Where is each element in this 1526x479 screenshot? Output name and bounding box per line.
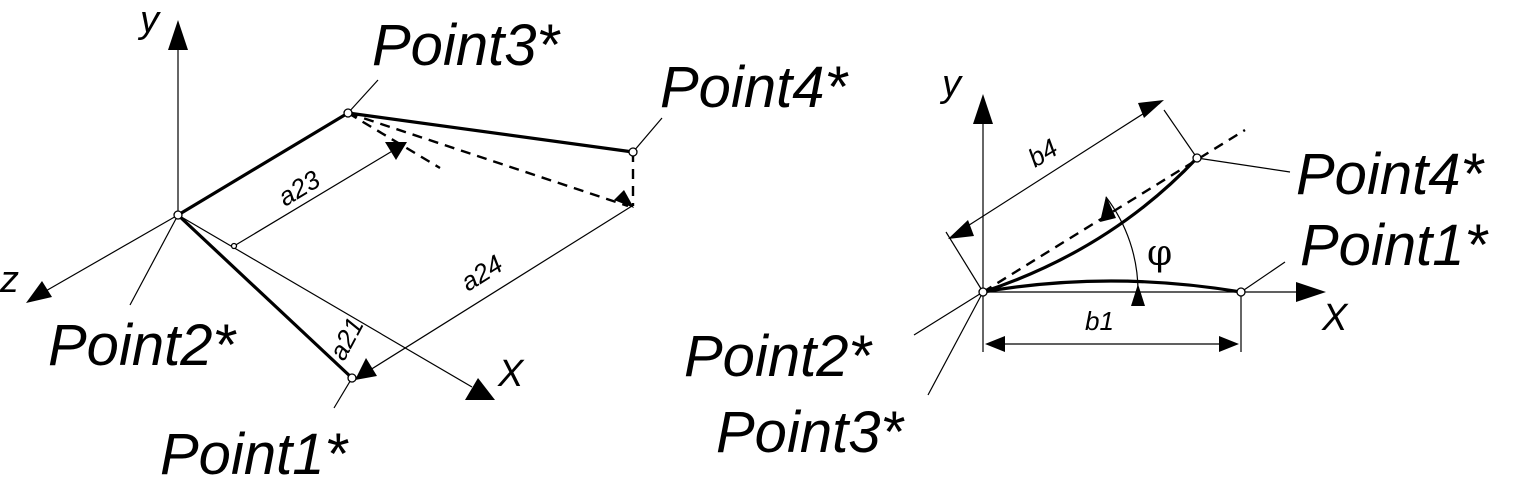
dimension-b1 [982, 292, 1242, 352]
right-point4-marker [1192, 153, 1202, 163]
leader-point2 [129, 214, 179, 306]
dimension-b1-label: b1 [1085, 306, 1114, 336]
dimension-a23 [233, 142, 407, 247]
dashed-line-a [347, 111, 441, 170]
left-point4-label: Point4* [660, 55, 849, 120]
leader-right-point3 [927, 291, 984, 396]
dimension-b4 [945, 100, 1198, 293]
curve-point2-point1 [982, 279, 1242, 294]
left-x-axis [177, 214, 495, 400]
leader-point3 [347, 79, 379, 114]
left-figure: y z X a23 a24 [0, 0, 849, 479]
left-x-axis-label: X [497, 353, 525, 395]
arrowhead-projection [614, 190, 634, 208]
right-figure: y X b4 b1 [684, 63, 1489, 465]
segment-point3-point4 [347, 111, 634, 154]
dimension-a24 [355, 205, 633, 380]
right-x-axis-label: X [1321, 297, 1349, 339]
left-point1-marker [347, 373, 357, 383]
right-point4-label: Point4* [1296, 142, 1485, 207]
dashed-line-b [347, 111, 629, 208]
left-point4-marker [628, 147, 638, 157]
leader-right-point4 [1196, 157, 1291, 173]
left-point3-marker [343, 108, 353, 118]
leader-right-point1 [1240, 261, 1286, 293]
segment-point2-point1 [176, 213, 354, 380]
dimension-a23-label: a23 [273, 164, 326, 212]
left-point3-label: Point3* [372, 13, 561, 78]
segment-point2-point3 [177, 111, 349, 217]
right-point1-label: Point1* [1300, 213, 1489, 278]
left-y-axis-label: y [137, 0, 161, 41]
right-point3-label: Point3* [716, 400, 905, 465]
right-point1-marker [1236, 287, 1246, 297]
leader-point4 [632, 117, 663, 153]
left-z-axis-label: z [0, 259, 19, 301]
left-dimension-anchor [230, 242, 238, 250]
dimension-b4-label: b4 [1023, 133, 1063, 174]
curve-point2-point4 [982, 156, 1199, 294]
dimension-a24-label: a24 [455, 249, 508, 297]
left-z-axis [26, 214, 179, 303]
right-y-axis-label: y [939, 63, 963, 105]
left-point2-label: Point2* [48, 313, 237, 378]
left-point1-label: Point1* [160, 422, 349, 479]
leader-right-point2 [913, 291, 984, 336]
angle-arc [1100, 196, 1145, 306]
right-y-axis [973, 94, 993, 292]
left-point2-marker [173, 210, 183, 220]
right-x-axis [983, 282, 1326, 302]
right-point2-label: Point2* [684, 324, 873, 389]
right-point2-marker [978, 287, 988, 297]
dashed-chord [982, 128, 1246, 294]
angle-phi-label: φ [1147, 233, 1172, 274]
left-y-axis [168, 20, 188, 215]
leader-point1 [333, 377, 353, 409]
